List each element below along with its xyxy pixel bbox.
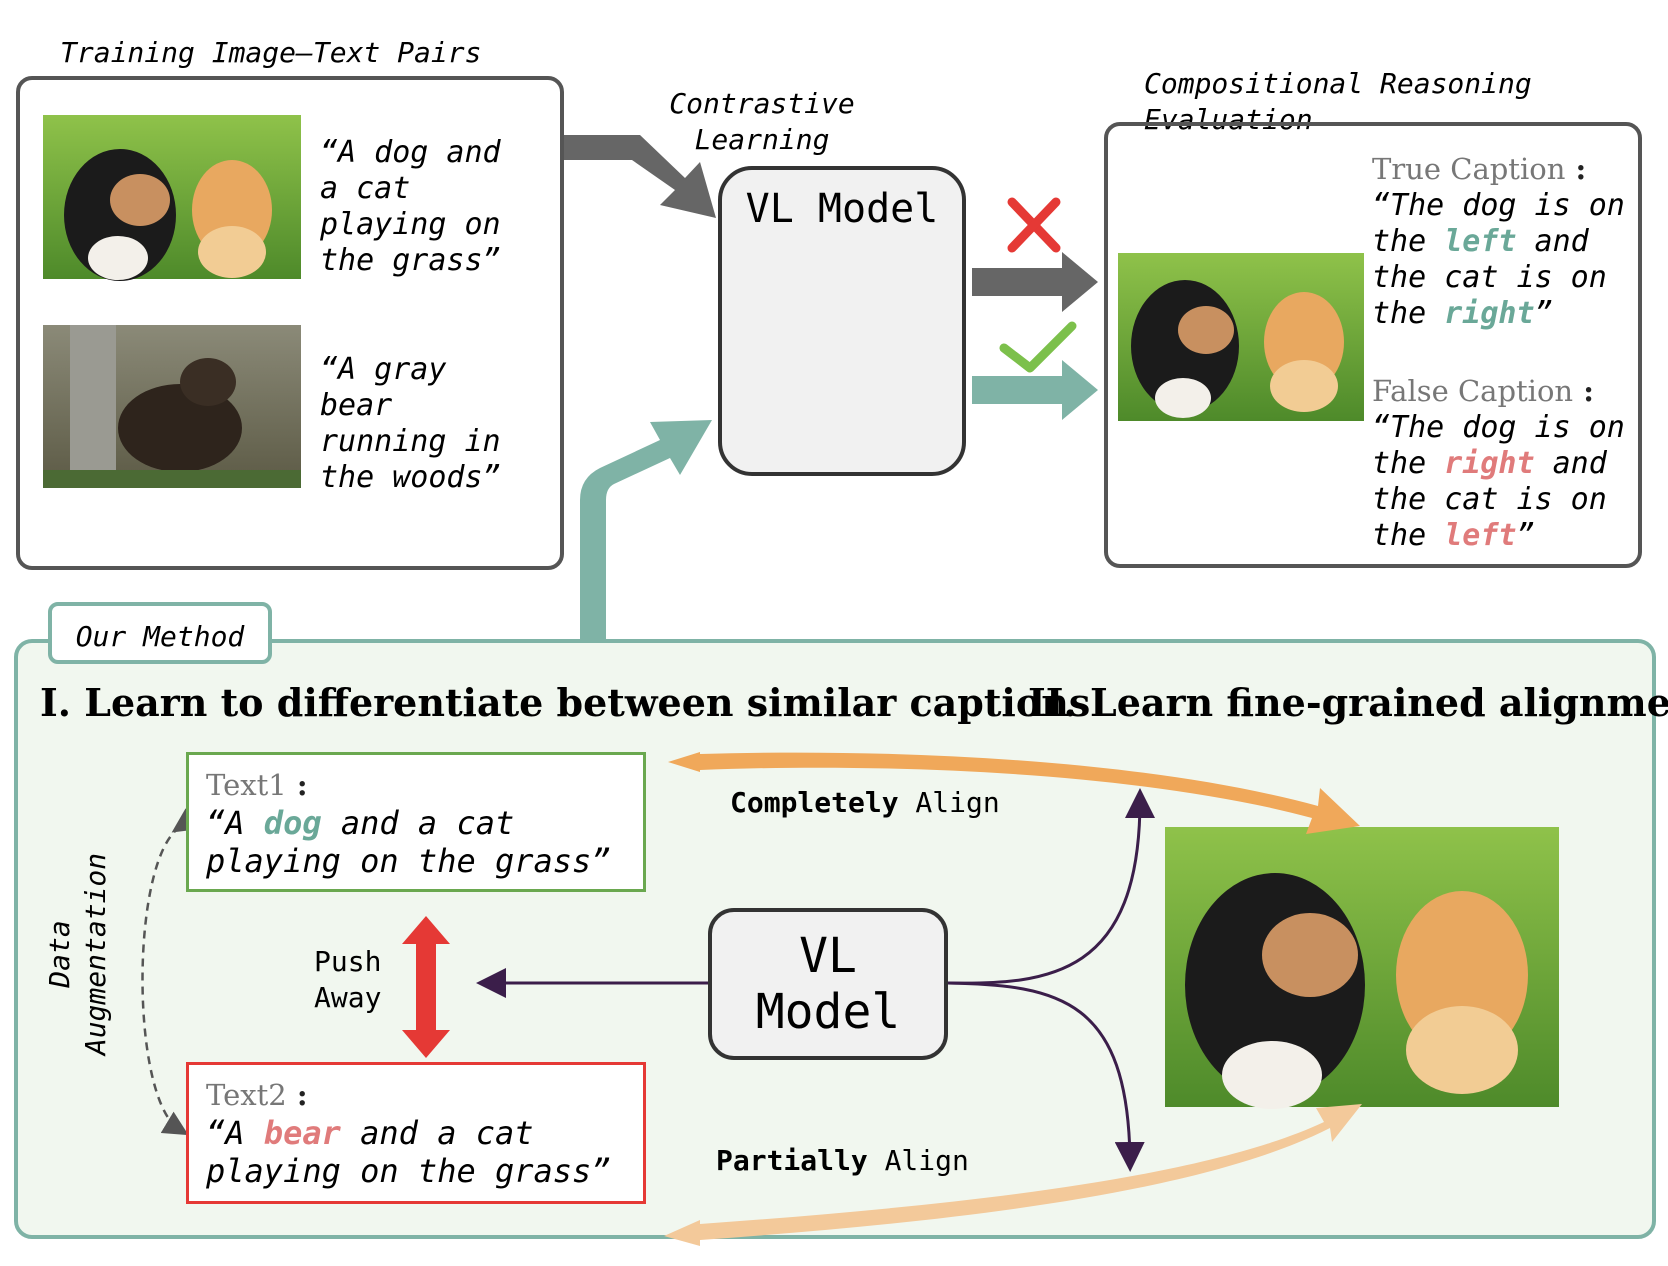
data-augmentation-line1: Data — [43, 920, 76, 988]
true-caption-part-5: ” — [1534, 296, 1553, 331]
cross-icon — [1007, 197, 1061, 253]
push-away-line2: Away — [314, 981, 382, 1014]
completely-align-arrow — [668, 752, 1360, 834]
dog-cat-image-2 — [1118, 253, 1364, 421]
text1-part-4: playing on the grass” — [206, 842, 611, 880]
text2-part-3: and a cat — [340, 1114, 534, 1152]
push-away-label: Push Away — [314, 944, 381, 1016]
true-caption-text: “The dog is on the left and the cat is o… — [1372, 188, 1634, 332]
completely-align-label: Completely Align — [730, 786, 1000, 819]
evaluation-title: Compositional Reasoning Evaluation — [1144, 66, 1532, 138]
false-caption-right: right — [1444, 446, 1535, 481]
completely-align-rest: Align — [898, 786, 1000, 819]
method-to-model-arrow — [580, 420, 712, 643]
dog-cat-image-1 — [43, 115, 301, 281]
training-caption-2: “A gray bear running in the woods” — [320, 352, 501, 495]
contrastive-line2: Learning — [694, 123, 830, 156]
method-heading-2: II. Learn fine-grained alignment — [1028, 680, 1668, 725]
vl-model-top-label: VL Model — [745, 186, 939, 232]
data-augmentation-arrow — [141, 808, 200, 1136]
text1-caption: “A dog and a cat playing on the grass” — [206, 804, 611, 880]
our-method-tab: Our Method — [48, 602, 272, 664]
false-caption-text: “The dog is on the right and the cat is … — [1372, 410, 1634, 554]
text2-bear: bear — [263, 1114, 341, 1152]
false-caption-part-3: and the cat is on the — [1372, 446, 1607, 553]
text2-caption: “A bear and a cat playing on the grass” — [206, 1114, 611, 1190]
true-caption-part-3: and the cat is on the — [1372, 224, 1607, 331]
vl-model-connectors — [476, 788, 1155, 1172]
partially-align-arrow — [664, 1104, 1362, 1246]
true-caption-left: left — [1444, 224, 1517, 259]
right-output-arrow — [972, 360, 1098, 420]
partially-align-bold: Partially — [716, 1144, 868, 1177]
text1-part-3: and a cat — [321, 804, 515, 842]
text1-label-text: Text1 — [206, 768, 287, 802]
true-caption-part-1: “The dog is on the — [1372, 188, 1625, 259]
wrong-output-arrow — [972, 252, 1098, 312]
false-caption-label: False Caption : — [1372, 374, 1594, 408]
false-caption-part-5: ” — [1516, 518, 1535, 553]
vl-model-bottom-line2: Model — [755, 984, 901, 1040]
bear-image — [43, 325, 301, 488]
evaluation-box — [1104, 122, 1642, 568]
text1-dog: dog — [263, 804, 322, 842]
data-augmentation-line2: Augmentation — [79, 852, 112, 1056]
false-caption-label-text: False Caption — [1372, 374, 1574, 408]
completely-align-bold: Completely — [730, 786, 899, 819]
check-icon — [999, 321, 1077, 373]
text2-part-1: “A — [206, 1114, 264, 1152]
push-away-arrow — [402, 916, 450, 1058]
push-away-line1: Push — [314, 945, 382, 978]
text2-part-4: playing on the grass” — [206, 1152, 611, 1190]
vl-model-bottom-box: VL Model — [708, 908, 948, 1060]
contrastive-label: Contrastive Learning — [652, 86, 872, 158]
true-caption-label-text: True Caption — [1372, 152, 1566, 186]
method-heading-1: I. Learn to differentiate between simila… — [40, 680, 1091, 725]
dog-cat-image-3 — [1165, 827, 1559, 1109]
partially-align-rest: Align — [867, 1144, 969, 1177]
training-to-model-arrow — [560, 135, 716, 218]
training-caption-1: “A dog and a cat playing on the grass” — [320, 135, 501, 278]
training-box — [16, 76, 564, 570]
text1-label: Text1 : — [206, 768, 308, 802]
vl-model-bottom-line1: VL — [799, 928, 857, 984]
text2-label: Text2 : — [206, 1078, 308, 1112]
true-caption-label: True Caption : — [1372, 152, 1587, 186]
false-caption-part-1: “The dog is on the — [1372, 410, 1625, 481]
vl-model-top-box — [718, 166, 966, 476]
evaluation-title-line2: Evaluation — [1144, 103, 1313, 136]
data-augmentation-label: Data Augmentation — [42, 834, 114, 1074]
evaluation-title-line1: Compositional Reasoning — [1144, 67, 1532, 100]
partially-align-label: Partially Align — [716, 1144, 969, 1177]
true-caption-right: right — [1444, 296, 1535, 331]
text2-label-text: Text2 — [206, 1078, 287, 1112]
false-caption-left: left — [1444, 518, 1517, 553]
text2-box — [186, 1062, 646, 1204]
text1-part-1: “A — [206, 804, 264, 842]
contrastive-line1: Contrastive — [669, 87, 855, 120]
training-title: Training Image–Text Pairs — [60, 36, 482, 69]
text1-box — [186, 752, 646, 892]
